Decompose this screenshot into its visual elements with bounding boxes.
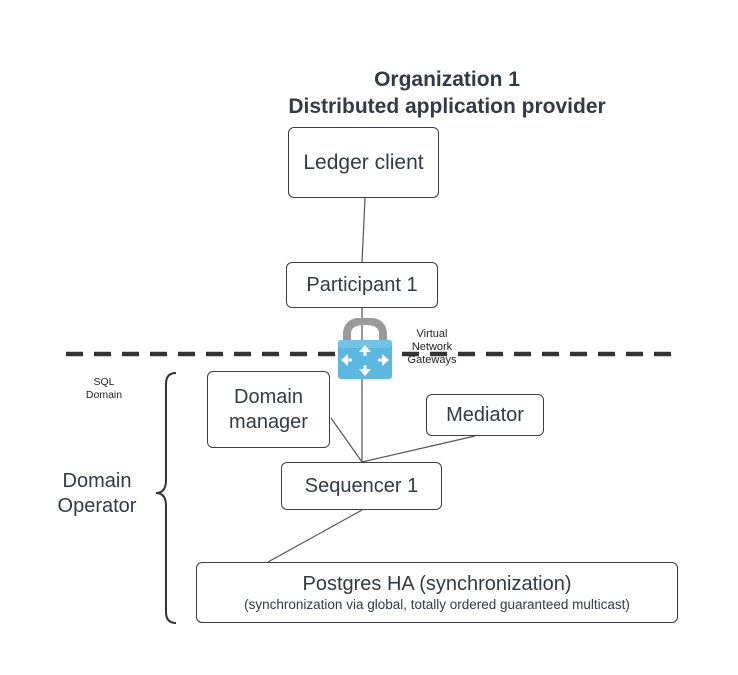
title-line-1: Organization 1 bbox=[374, 68, 520, 91]
virtual-network-gateway-icon bbox=[337, 316, 393, 380]
sql-domain-line-1: SQL bbox=[93, 376, 115, 388]
postgres-title: Postgres HA (synchronization) bbox=[302, 572, 572, 595]
ledger-client-label: Ledger client bbox=[303, 151, 424, 174]
ledger-client-box: Ledger client bbox=[288, 127, 439, 198]
domain-manager-to-sequencer-line bbox=[330, 417, 363, 463]
domain-manager-line-1: Domain bbox=[234, 385, 303, 408]
sql-domain-label: SQL Domain bbox=[80, 376, 128, 402]
ledger-to-participant-line bbox=[361, 197, 366, 264]
gateway-label-line-2: Network bbox=[411, 341, 453, 353]
diagram-title: Organization 1 Distributed application p… bbox=[250, 66, 644, 120]
domain-operator-brace bbox=[155, 372, 177, 624]
domain-manager-box: Domain manager bbox=[207, 371, 330, 448]
mediator-to-sequencer-line bbox=[361, 435, 476, 463]
postgres-subtitle: (synchronization via global, totally ord… bbox=[244, 596, 630, 612]
gateway-label-line-1: Virtual bbox=[416, 328, 448, 340]
domain-operator-label: Domain Operator bbox=[42, 469, 152, 519]
domain-operator-line-2: Operator bbox=[57, 495, 137, 517]
sequencer-label: Sequencer 1 bbox=[304, 474, 419, 497]
title-line-2: Distributed application provider bbox=[288, 95, 606, 118]
domain-manager-line-2: manager bbox=[229, 410, 308, 433]
domain-operator-line-1: Domain bbox=[62, 470, 132, 492]
postgres-box: Postgres HA (synchronization) (synchroni… bbox=[196, 562, 678, 623]
mediator-box: Mediator bbox=[426, 394, 544, 436]
participant-box: Participant 1 bbox=[286, 262, 438, 308]
mediator-label: Mediator bbox=[446, 403, 524, 426]
gateway-label-line-3: Gateways bbox=[407, 354, 457, 366]
sequencer-to-postgres-line bbox=[267, 509, 363, 563]
sequencer-box: Sequencer 1 bbox=[281, 462, 442, 510]
participant-label: Participant 1 bbox=[306, 273, 418, 296]
gateway-label: Virtual Network Gateways bbox=[400, 328, 464, 367]
sql-domain-line-2: Domain bbox=[85, 389, 123, 401]
